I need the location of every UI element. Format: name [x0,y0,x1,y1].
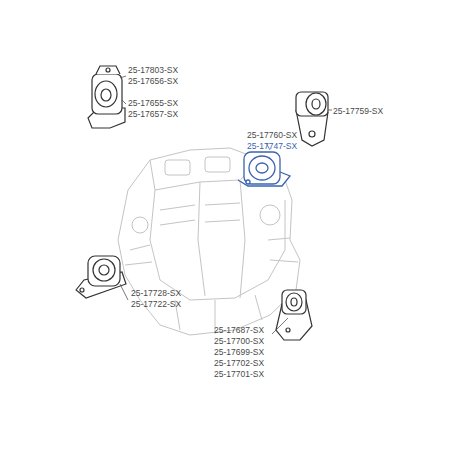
part-number: 25-17657-SX [128,109,178,119]
mount-centre-highlighted [238,152,290,186]
part-number: 25-17728-SX [131,288,181,298]
part-number: 25-17702-SX [214,358,264,368]
part-number: 25-17656-SX [128,76,178,86]
mount-top-right [296,92,328,146]
part-number: 25-17655-SX [128,98,178,108]
part-number: 25-17701-SX [214,369,264,379]
engine-outline [118,148,300,335]
part-number: 25-17722-SX [131,299,181,309]
mount-top-left [88,66,125,128]
part-number: 25-17699-SX [214,347,264,357]
part-number: 25-17760-SX [247,130,297,140]
mount-left [76,256,126,298]
part-number: 25-17759-SX [333,106,383,116]
part-number: 25-17700-SX [214,336,264,346]
part-number: 25-17747-SX [247,141,297,151]
leader-lines [120,76,332,334]
mount-bottom [276,290,312,340]
part-number: 25-17803-SX [128,65,178,75]
part-number: 25-17687-SX [214,325,264,335]
